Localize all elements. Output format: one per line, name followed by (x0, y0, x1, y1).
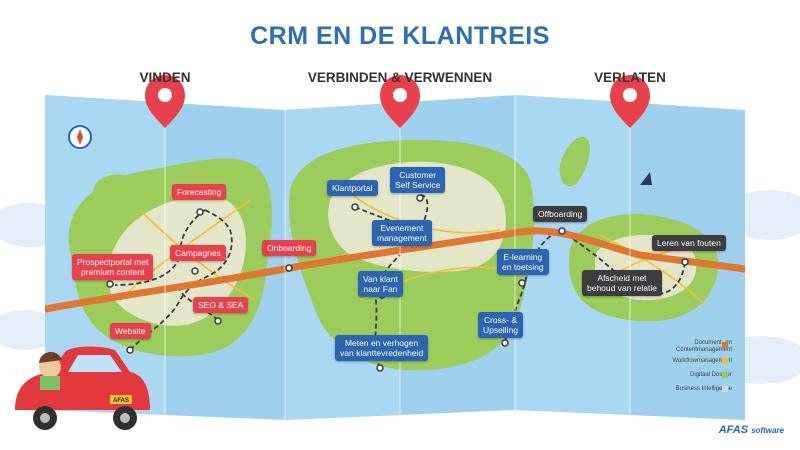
label-website: Website (110, 323, 151, 339)
label-cross-upselling: Cross- &Upselling (478, 312, 523, 338)
brand-logo: AFAS software (718, 424, 784, 436)
location-pin-icon (145, 75, 185, 128)
legend-swatch-workflow (722, 358, 728, 364)
page-title: CRM EN DE KLANTREIS (250, 22, 550, 50)
label-campagnes: Campagnes (170, 245, 226, 261)
car-plate: AFAS (113, 398, 129, 404)
legend-item-workflow: Workflowmanagement (672, 358, 732, 364)
compass-icon (68, 125, 92, 149)
label-onboarding: Onboarding (262, 240, 317, 256)
main-road (45, 227, 745, 314)
phase-verbinden-verwennen: VERBINDEN & VERWENNEN (307, 70, 493, 85)
island-small-left (93, 174, 131, 199)
label-offboarding: Offboarding (533, 206, 588, 222)
island-small-right (559, 136, 590, 187)
label-forecasting: Forecasting (172, 184, 227, 200)
label-klantportal: Klantportal (327, 180, 378, 196)
location-pin-icon (610, 75, 650, 128)
legend-swatch-dossier (722, 372, 728, 378)
label-leren-van-fouten: Leren van fouten (652, 235, 726, 251)
legend-item-bi: Business Intelligence (675, 386, 732, 392)
legend-swatch-document (722, 342, 728, 348)
legend-swatch-bi (722, 386, 728, 392)
location-pin-icon (380, 75, 420, 128)
legend-item-dossier: Digitaal Dossier (689, 372, 732, 378)
phase-vinden: VINDEN (139, 70, 191, 85)
phase-verlaten: VERLATEN (594, 70, 666, 85)
shark-fin-icon (640, 172, 652, 185)
label-seo-sea: SEO & SEA (193, 297, 249, 313)
car-illustration (15, 346, 150, 430)
